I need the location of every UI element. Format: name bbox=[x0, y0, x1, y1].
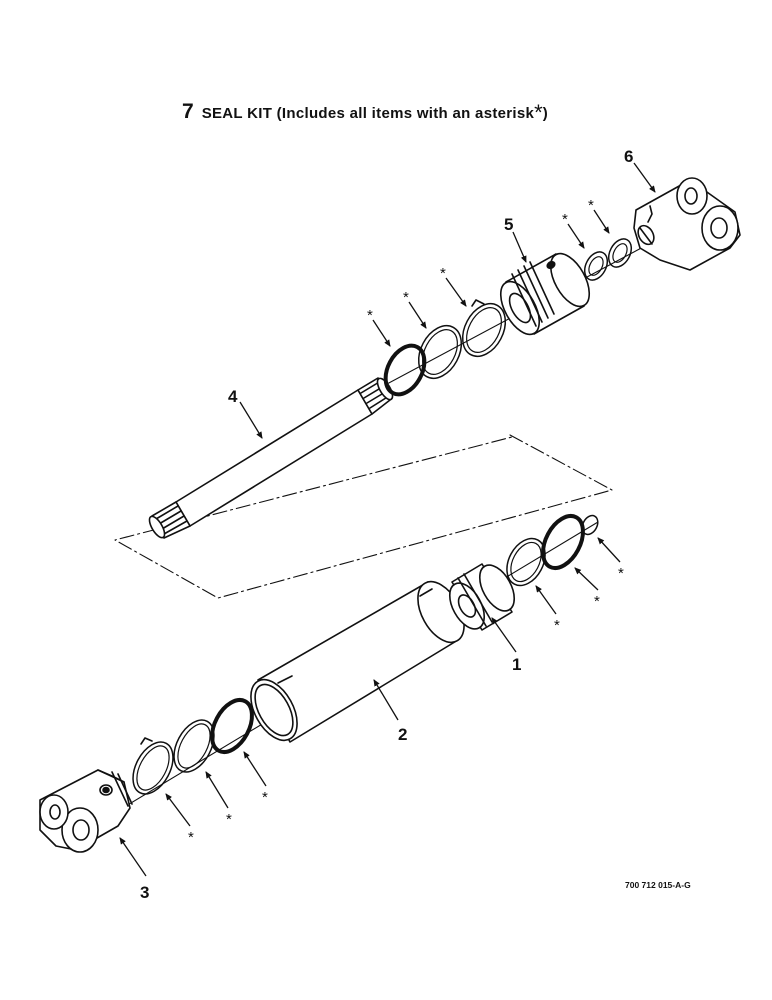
leader-star-wiper bbox=[567, 223, 585, 249]
leader-star-base-oring bbox=[243, 751, 267, 787]
piston-small-seal bbox=[581, 514, 599, 536]
diagram-title: 7 SEAL KIT (Includes all items with an as… bbox=[182, 98, 549, 125]
callout-part-1: 1 bbox=[512, 655, 521, 674]
base-clevis bbox=[39, 769, 133, 853]
piston-backup-ring bbox=[506, 537, 546, 587]
leader-part-1 bbox=[491, 617, 517, 653]
callout-part-2: 2 bbox=[398, 725, 407, 744]
snap-ring-rod bbox=[461, 299, 507, 358]
leader-part-3 bbox=[119, 837, 147, 877]
title-asterisk: * bbox=[534, 100, 543, 125]
leader-star-rod-backup bbox=[408, 301, 427, 329]
asterisk-rod-small: * bbox=[588, 197, 594, 214]
asterisk-wiper: * bbox=[562, 211, 568, 228]
leader-star-rod-oring bbox=[372, 319, 391, 347]
asterisk-piston-backup: * bbox=[554, 617, 560, 634]
rod-clevis bbox=[633, 177, 741, 271]
leader-part-5 bbox=[512, 231, 527, 263]
rod-wiper-seal bbox=[583, 251, 609, 281]
asterisk-rod-snap: * bbox=[440, 265, 446, 282]
callout-part-6: 6 bbox=[624, 147, 633, 166]
rod-seal-small bbox=[607, 238, 633, 268]
seal-kit-description: SEAL KIT (Includes all items with an ast… bbox=[201, 105, 535, 122]
piston-rod bbox=[148, 377, 394, 539]
leader-part-2 bbox=[373, 679, 399, 721]
asterisk-base-oring: * bbox=[262, 789, 268, 806]
callout-part-5: 5 bbox=[504, 215, 513, 234]
leader-star-piston-small bbox=[597, 537, 621, 563]
callout-part-4: 4 bbox=[228, 387, 238, 406]
leader-star-base-backup bbox=[205, 771, 229, 809]
leader-star-base-snap bbox=[165, 793, 191, 827]
piston-o-ring bbox=[541, 514, 585, 570]
cylinder-barrel bbox=[250, 580, 465, 743]
o-ring-rod-1 bbox=[383, 343, 427, 397]
asterisk-base-backup: * bbox=[226, 811, 232, 828]
seal-kit-item-number: 7 bbox=[182, 100, 194, 123]
title-close-paren: ) bbox=[542, 105, 549, 122]
asterisk-piston-small: * bbox=[618, 565, 624, 582]
asterisk-piston-oring: * bbox=[594, 593, 600, 610]
leader-star-piston-oring bbox=[574, 567, 599, 591]
base-o-ring bbox=[210, 698, 254, 754]
assembly-guide-dashed bbox=[114, 434, 613, 599]
leader-part-4 bbox=[239, 401, 263, 439]
drawing-code: 700 712 015-A-G bbox=[625, 880, 691, 890]
leader-star-rod-snap bbox=[445, 277, 467, 307]
backup-ring-rod bbox=[417, 324, 463, 380]
asterisk-rod-backup: * bbox=[403, 289, 409, 306]
piston bbox=[448, 563, 516, 631]
rod-gland bbox=[499, 252, 591, 336]
leader-star-piston-backup bbox=[535, 585, 557, 615]
asterisk-rod-oring: * bbox=[367, 307, 373, 324]
asterisk-base-snap: * bbox=[188, 829, 194, 846]
leader-star-rod-small bbox=[593, 209, 610, 234]
callout-part-3: 3 bbox=[140, 883, 149, 902]
base-snap-ring bbox=[132, 737, 174, 795]
leader-part-6 bbox=[633, 162, 656, 193]
base-backup-ring bbox=[173, 719, 215, 773]
